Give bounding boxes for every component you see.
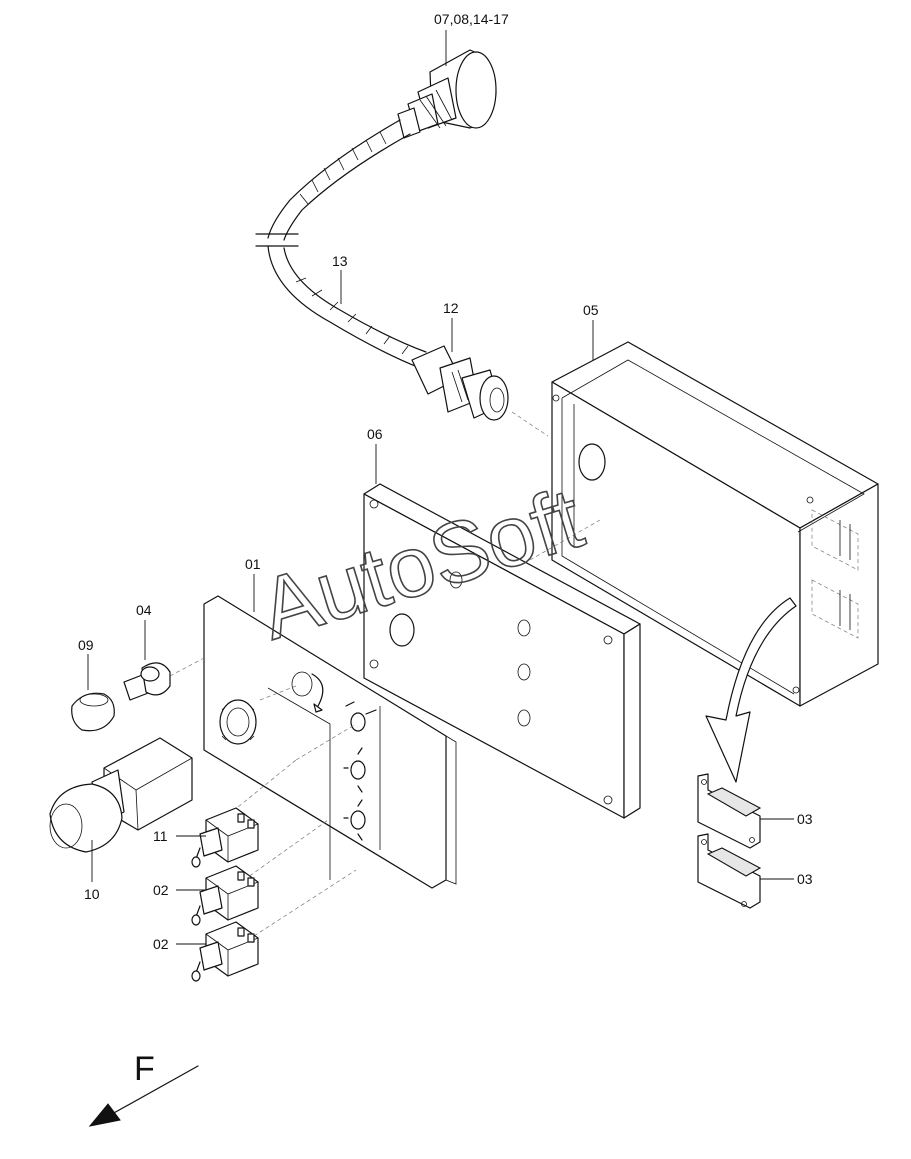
bracket-03a [697,773,762,849]
direction-label: F [134,1050,155,1088]
lower-cable-connector [411,345,509,421]
toggle-switch-02a [191,865,259,926]
toggle-switch-11 [191,807,259,868]
toggle-switch-02b [191,921,259,982]
cap-09 [71,692,115,732]
label-07-08-14-17: 07,08,14-17 [434,11,509,27]
label-10: 10 [84,886,100,902]
inner-plate [363,483,641,819]
upper-cable-connector [397,49,497,139]
label-09: 09 [78,637,94,653]
label-04: 04 [136,602,152,618]
leader-lines [87,30,794,945]
cable-assembly [255,49,549,437]
direction-arrow-icon [88,1103,121,1127]
label-06: 06 [367,426,383,442]
label-01: 01 [245,556,261,572]
bracket-03b [697,833,762,909]
knob-04 [123,662,171,701]
label-02-upper: 02 [153,882,169,898]
explode-arrow [705,597,797,783]
label-13: 13 [332,253,348,269]
label-12: 12 [443,300,459,316]
label-05: 05 [583,302,599,318]
front-panel [203,595,457,889]
encoder-10 [49,737,193,853]
housing-box [551,341,879,707]
label-03-upper: 03 [797,811,813,827]
label-11: 11 [153,828,168,844]
label-03-lower: 03 [797,871,813,887]
direction-indicator: F [88,1050,199,1127]
part-labels: 07,08,14-17 13 12 05 06 01 04 09 10 11 0… [78,11,813,952]
label-02-lower: 02 [153,936,169,952]
